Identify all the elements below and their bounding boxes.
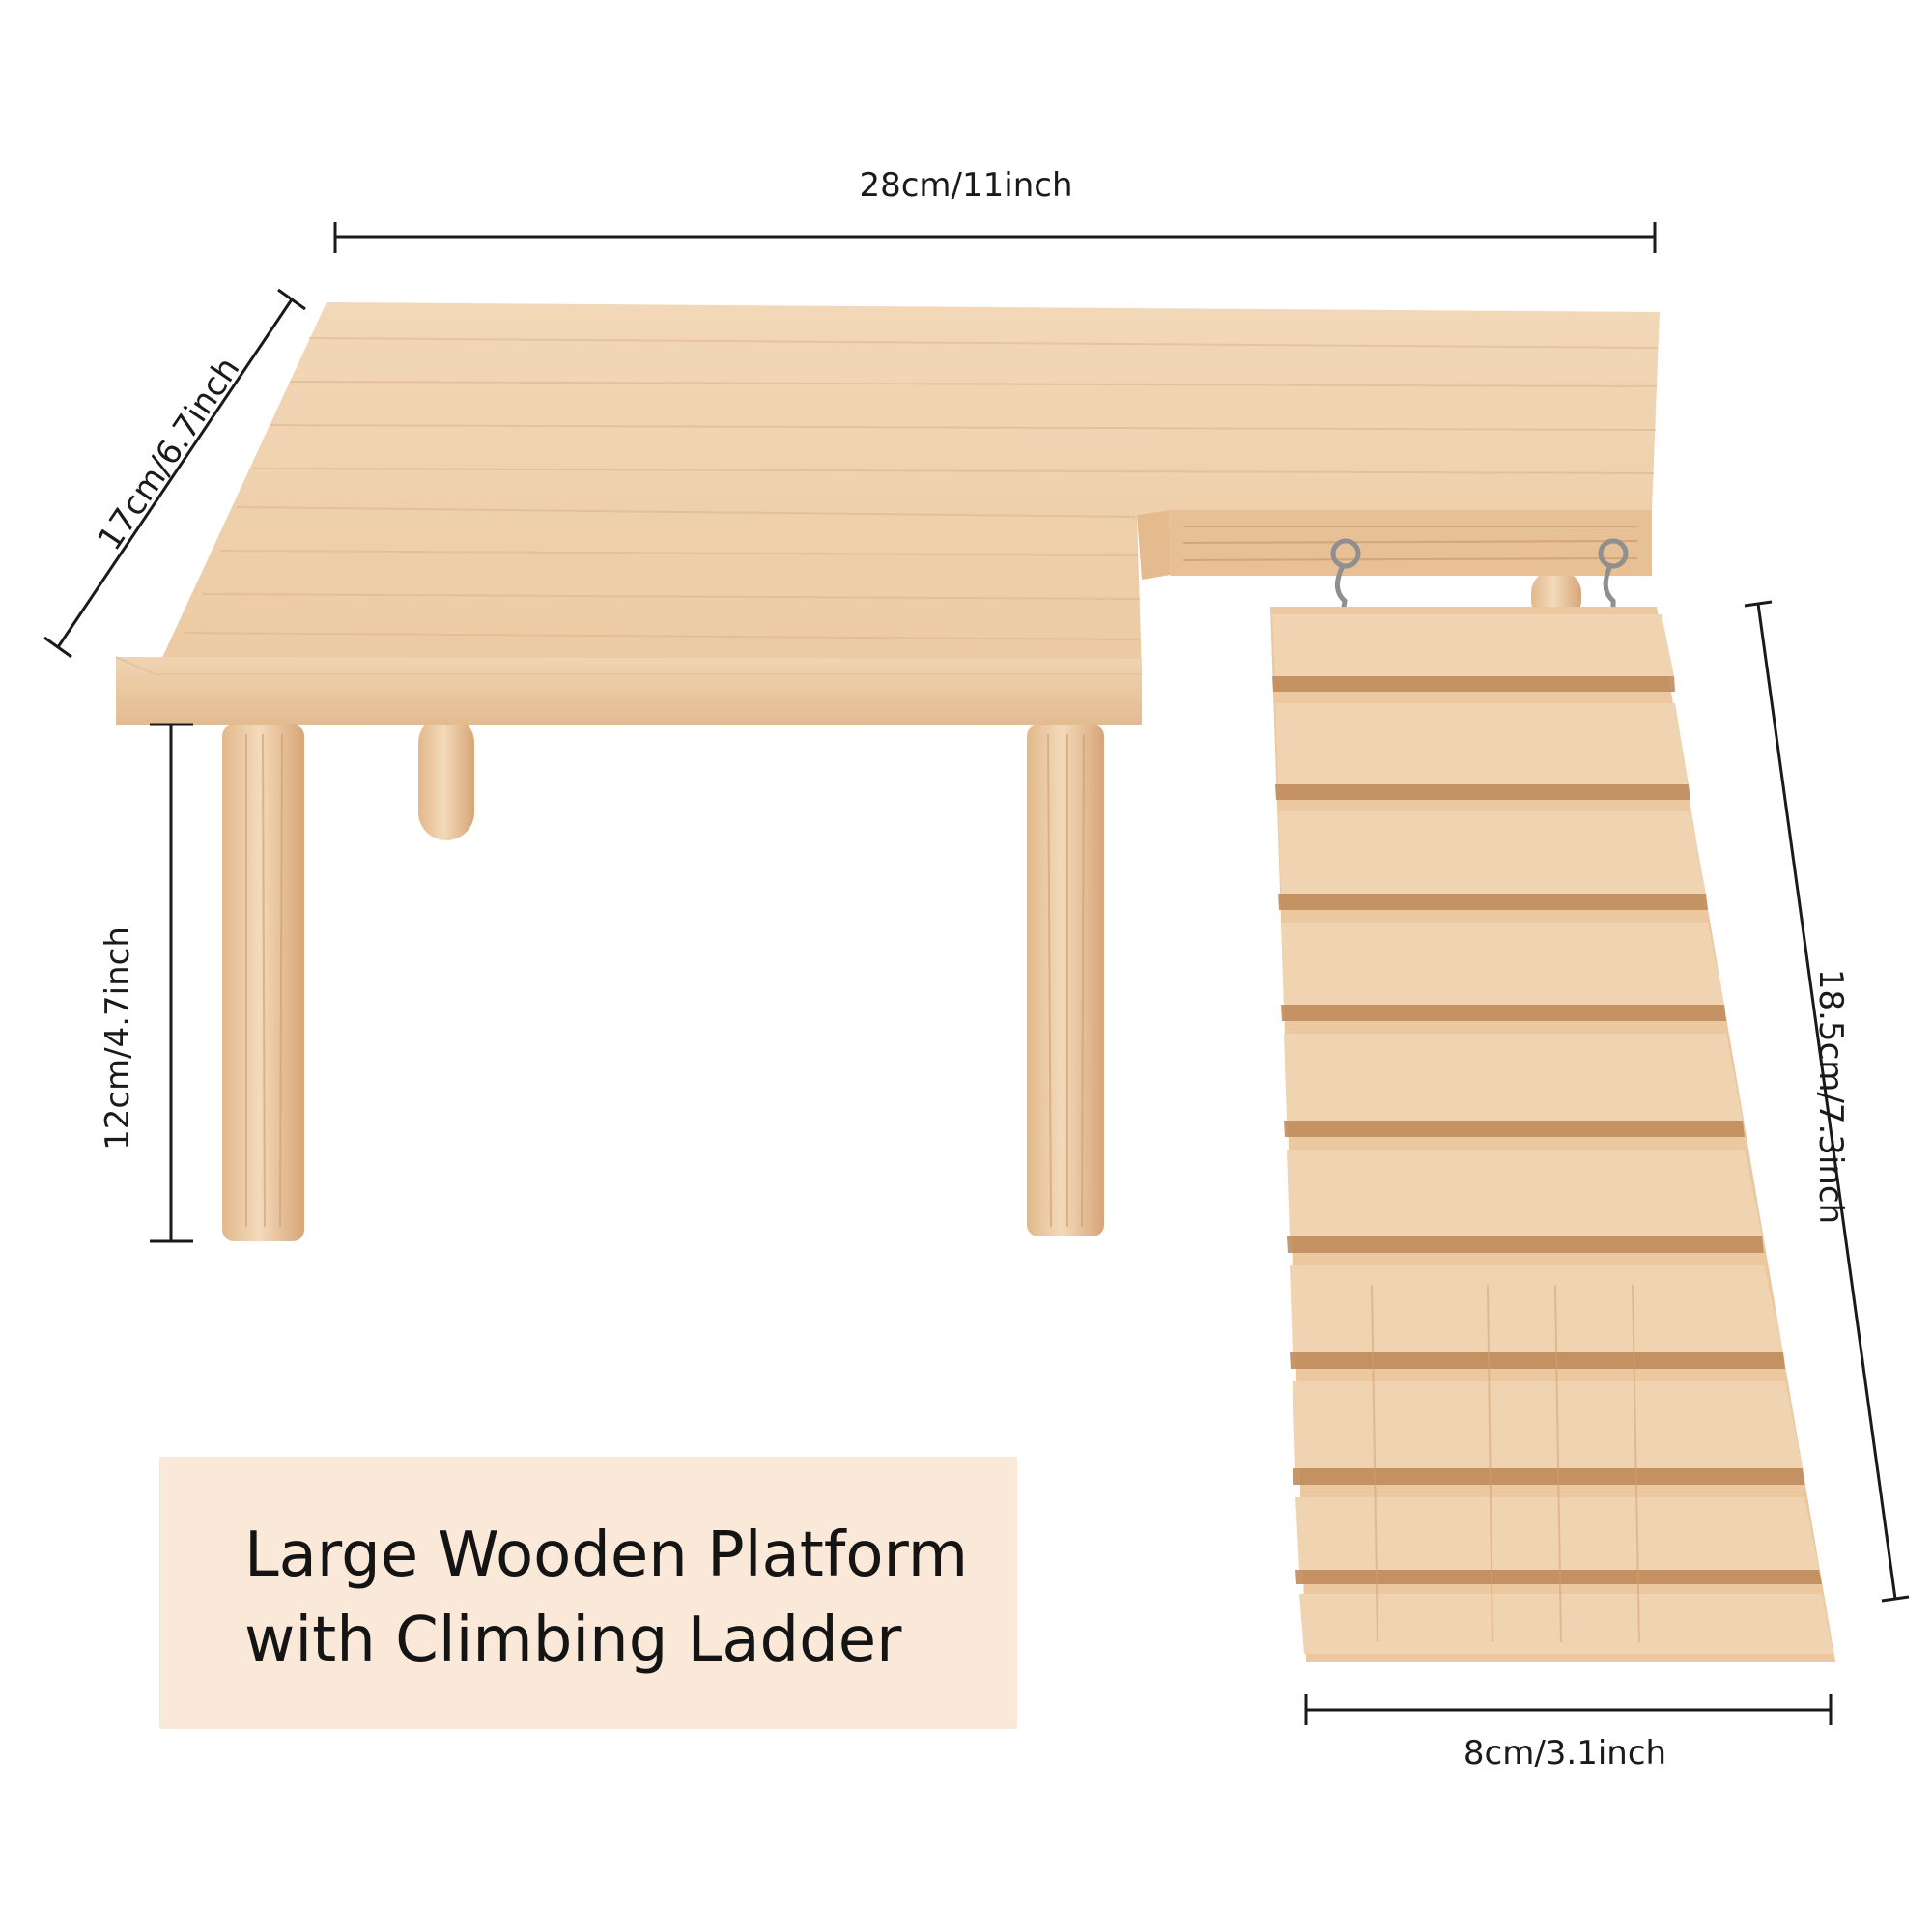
depth-dimension-line [43, 288, 306, 659]
width-dimension-line [333, 222, 1657, 253]
climbing-ladder [1270, 607, 1835, 1662]
ladder-hook-left [1330, 538, 1361, 614]
platform-front-leg-left [222, 724, 304, 1241]
platform-back-leg-left [418, 715, 474, 840]
ladder-length-label: 18.5cm/7.3inch [1811, 968, 1850, 1225]
ladder-hook-right [1598, 538, 1629, 613]
caption-box: Large Wooden Platform with Climbing Ladd… [159, 1457, 1017, 1729]
width-label: 28cm/11inch [859, 166, 1073, 205]
platform-front-leg-right [1027, 724, 1104, 1236]
height-label: 12cm/4.7inch [99, 926, 137, 1151]
platform-top [115, 302, 1660, 724]
caption-line-2: with Climbing Ladder [244, 1605, 902, 1676]
ladder-length-dimension-line [1744, 600, 1910, 1603]
caption-line-1: Large Wooden Platform [244, 1520, 969, 1591]
height-dimension-line [150, 723, 193, 1243]
ladder-width-dimension-line [1304, 1694, 1833, 1725]
ladder-width-label: 8cm/3.1inch [1463, 1734, 1667, 1773]
